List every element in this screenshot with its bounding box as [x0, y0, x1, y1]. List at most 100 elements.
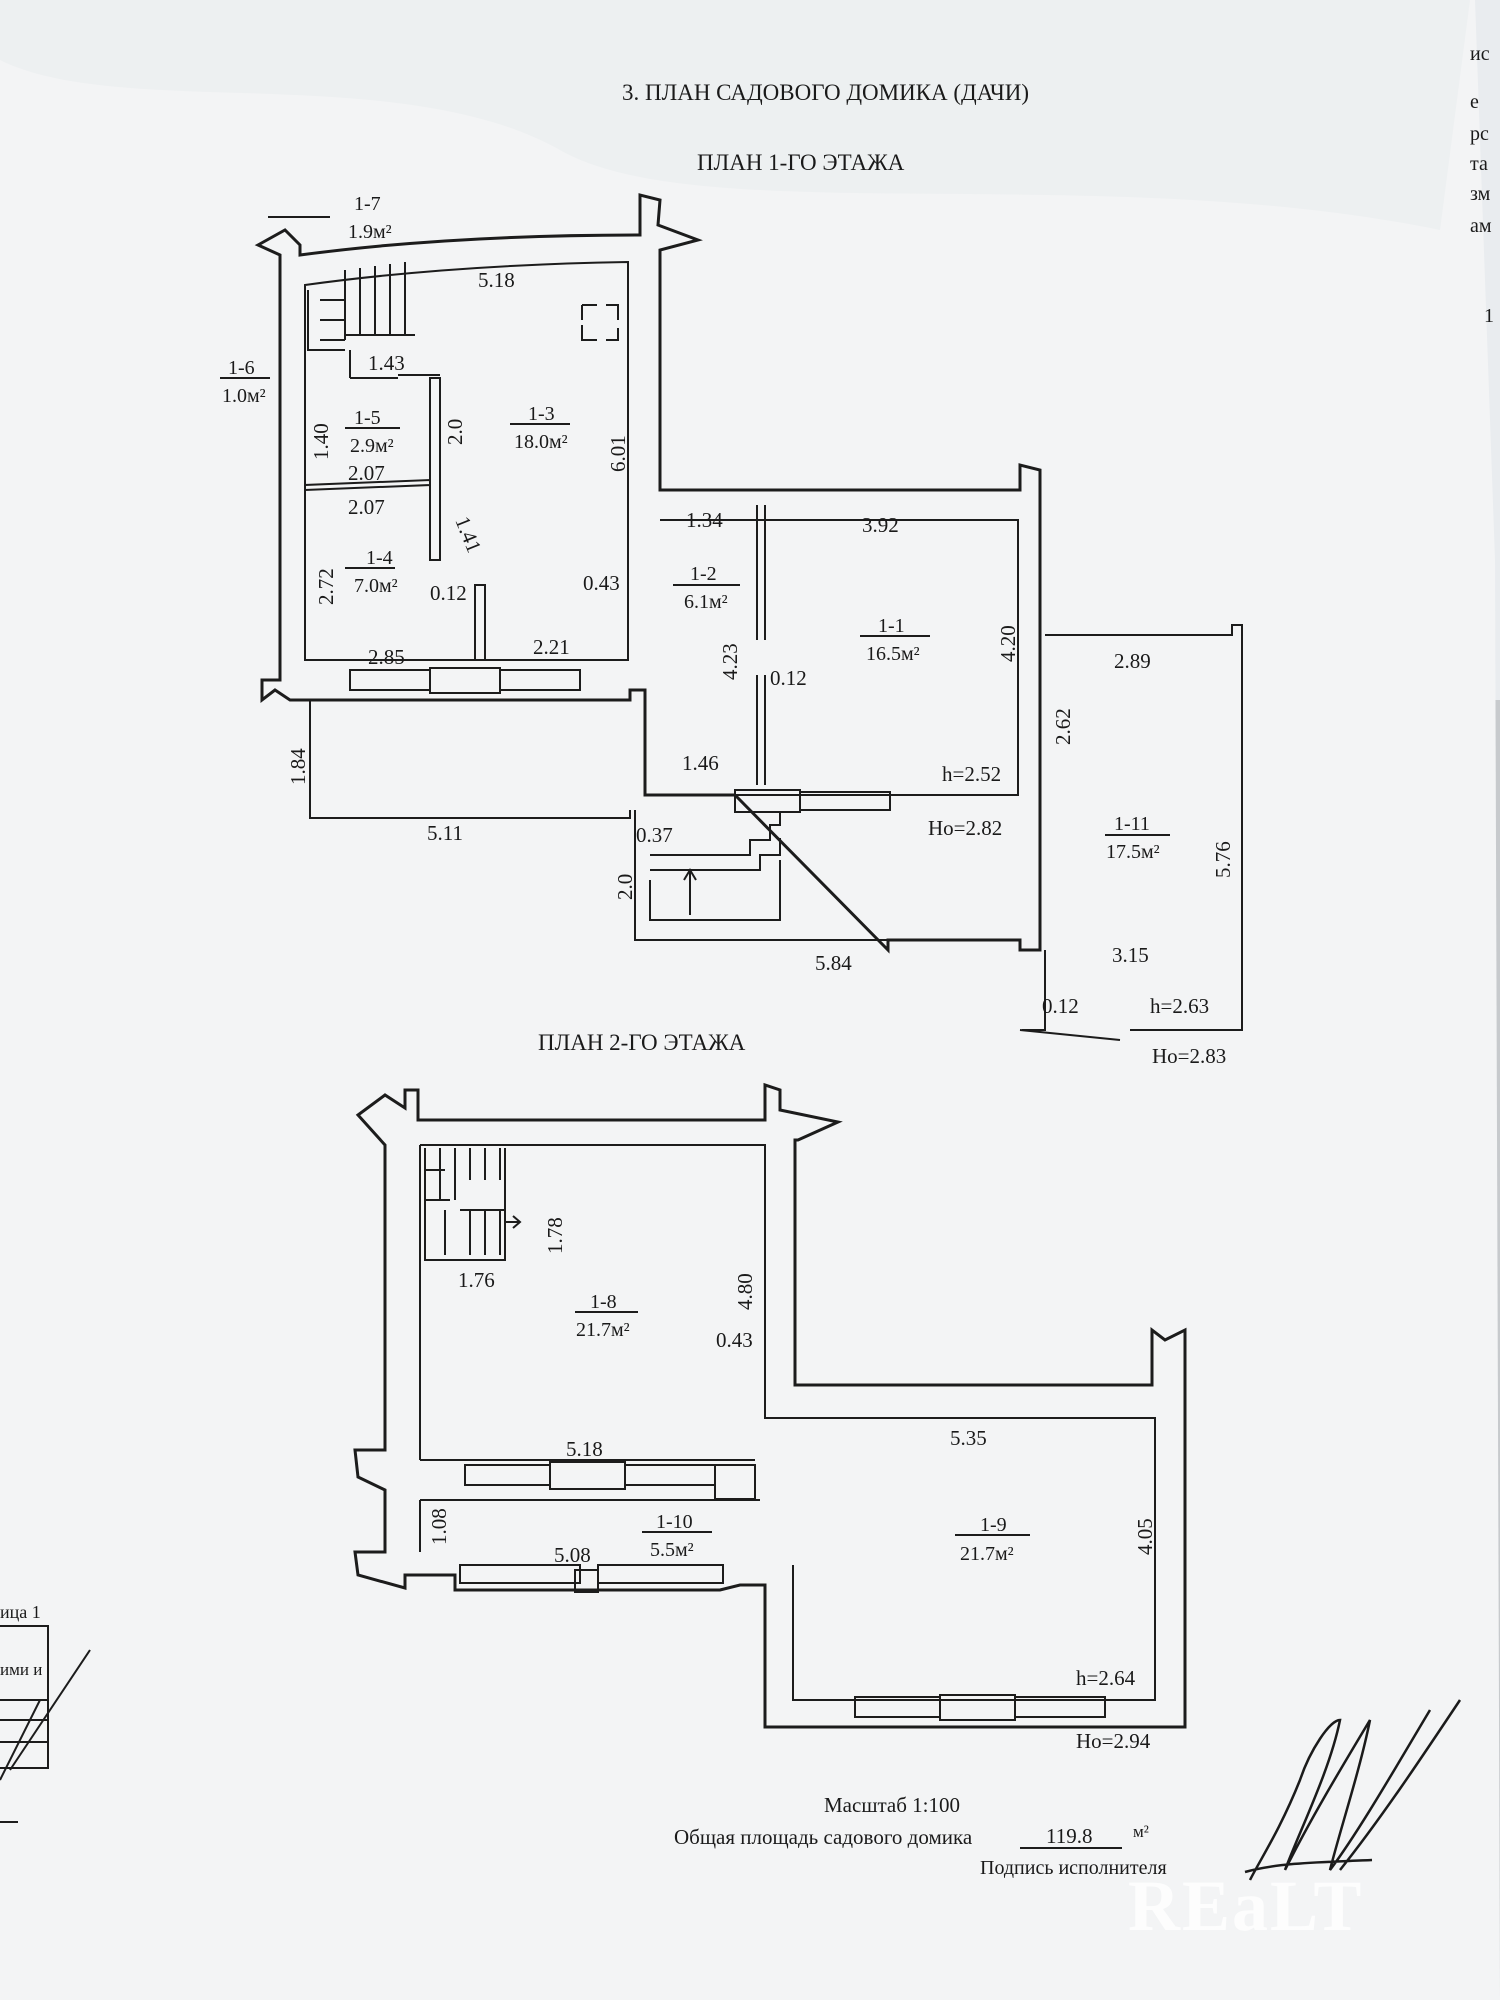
dim-label: 1.76: [458, 1268, 495, 1292]
dim-label: 5.08: [554, 1543, 591, 1567]
table-caption: ица 1: [0, 1602, 41, 1622]
dim-label: 1.43: [368, 351, 405, 375]
floor1-title: ПЛАН 1-ГО ЭТАЖА: [697, 150, 905, 175]
room-1-2-code: 1-2: [690, 563, 717, 585]
total-height-1: Ho=2.82: [928, 816, 1002, 840]
dim-label: 3.92: [862, 513, 899, 537]
floor1-inner-wall-right: [660, 519, 1019, 796]
dim-label: 1.08: [427, 1508, 451, 1545]
dim-label: 2.21: [533, 635, 570, 659]
partition-1-4: [474, 584, 486, 661]
signature: [1244, 1699, 1462, 1881]
table-cell-text: ими и: [0, 1660, 42, 1679]
total-area-value: 119.8: [1046, 1824, 1092, 1848]
dim-label: 6.01: [606, 435, 630, 472]
page-title: 3. ПЛАН САДОВОГО ДОМИКА (ДАЧИ): [622, 80, 1029, 105]
floor1-plan: 1-7 1.9м² 1-6 1.0м² 1-5 2.9м² 1-3 18.0м²…: [220, 193, 1243, 1068]
room-1-8-area: 21.7м²: [576, 1319, 630, 1341]
room-1-9-area: 21.7м²: [960, 1543, 1014, 1565]
ceiling-height-11: h=2.63: [1150, 994, 1209, 1018]
dim-label: 5.18: [478, 268, 515, 292]
dim-label: 5.11: [427, 821, 463, 845]
dim-label: 1.78: [543, 1217, 567, 1254]
dim-label: 5.18: [566, 1437, 603, 1461]
dim-label: 5.76: [1211, 841, 1235, 878]
floor2-windows: [459, 1461, 1106, 1721]
dim-label: 4.23: [718, 643, 742, 680]
floor2-title: ПЛАН 2-ГО ЭТАЖА: [538, 1030, 746, 1055]
terrace-1-11: [1019, 624, 1243, 1041]
room-1-6-code: 1-6: [228, 357, 255, 379]
dim-label: 2.07: [348, 495, 385, 519]
room-1-3-area: 18.0м²: [514, 431, 568, 453]
room-1-7-area: 1.9м²: [348, 221, 392, 243]
room-1-11-code: 1-11: [1114, 813, 1150, 835]
entry-arrow: [683, 868, 697, 915]
dim-label: 2.89: [1114, 649, 1151, 673]
dim-label: 2.0: [443, 419, 467, 445]
dim-label: 2.0: [613, 874, 637, 900]
floor1-outer-wall: [254, 193, 1042, 954]
partition-1-5: [304, 374, 441, 561]
watermark-logo: REaLT: [1128, 1866, 1363, 1946]
dim-label: 0.43: [716, 1328, 753, 1352]
dim-label: 3.15: [1112, 943, 1149, 967]
dim-label: 2.85: [368, 645, 405, 669]
edge-text: ис е рс та зм ам 1: [1470, 43, 1494, 327]
signature-label: Подпись исполнителя: [980, 1857, 1167, 1879]
room-1-4-code: 1-4: [366, 547, 393, 569]
dim-label: 5.84: [815, 951, 852, 975]
dim-label: 5.35: [950, 1426, 987, 1450]
dim-label: 1.84: [286, 748, 310, 785]
room-1-3-code: 1-3: [528, 403, 555, 425]
dim-label: 0.12: [1042, 994, 1079, 1018]
partition-1-2: [756, 505, 766, 785]
dim-label: 1.34: [686, 508, 723, 532]
edge-text-line: е: [1470, 91, 1479, 113]
room-1-1-area: 16.5м²: [866, 643, 920, 665]
dim-label: 2.72: [314, 568, 338, 605]
total-area-unit: м²: [1133, 1822, 1149, 1841]
floor1-windows: [349, 667, 891, 813]
dim-label: 1.46: [682, 751, 719, 775]
floor2-room-partition: [420, 1459, 760, 1501]
stamp-table-fragment: ица 1 ими и: [0, 1602, 91, 1823]
room-1-1-code: 1-1: [878, 615, 905, 637]
dim-label: 0.43: [583, 571, 620, 595]
scale-label: Масштаб 1:100: [824, 1793, 960, 1817]
dim-label: 0.12: [430, 581, 467, 605]
total-area-label: Общая площадь садового домика: [674, 1825, 973, 1849]
room-1-5-code: 1-5: [354, 407, 381, 429]
terrace-outline: [309, 700, 631, 819]
dim-label: 0.12: [770, 666, 807, 690]
edge-text-line: та: [1470, 153, 1488, 175]
room-1-6-area: 1.0м²: [222, 385, 266, 407]
room-1-4-area: 7.0м²: [354, 575, 398, 597]
room-1-7-code: 1-7: [354, 193, 381, 215]
dim-label: 4.05: [1133, 1518, 1157, 1555]
total-height-11: Ho=2.83: [1152, 1044, 1226, 1068]
room-1-9-code: 1-9: [980, 1514, 1007, 1536]
floor2-inner-wall: [419, 1144, 1156, 1701]
dim-label: 2.07: [348, 461, 385, 485]
dim-label: 1.40: [309, 423, 333, 460]
dim-label: 4.20: [996, 625, 1020, 662]
room-label-lines: [220, 216, 1170, 836]
floor1-inner-wall: [304, 260, 629, 661]
dim-label: 4.80: [733, 1273, 757, 1310]
ceiling-height-2: h=2.64: [1076, 1666, 1136, 1690]
room-1-11-area: 17.5м²: [1106, 841, 1160, 863]
floor2-outer-wall: [353, 1082, 1187, 1729]
entry-steps: [634, 810, 1020, 941]
edge-text-line: ам: [1470, 215, 1492, 237]
floor1-stairs: [307, 262, 415, 379]
floor2-stairs: [424, 1148, 522, 1261]
edge-text-line: ис: [1470, 43, 1490, 65]
column-marker: [581, 304, 619, 341]
edge-text-line: зм: [1470, 183, 1491, 205]
dim-label: 2.62: [1051, 708, 1075, 745]
floor2-plan: 1-8 21.7м² 1-10 5.5м² 1-9 21.7м² 1.78 1.…: [353, 1082, 1187, 1753]
dim-label: 0.37: [636, 823, 673, 847]
